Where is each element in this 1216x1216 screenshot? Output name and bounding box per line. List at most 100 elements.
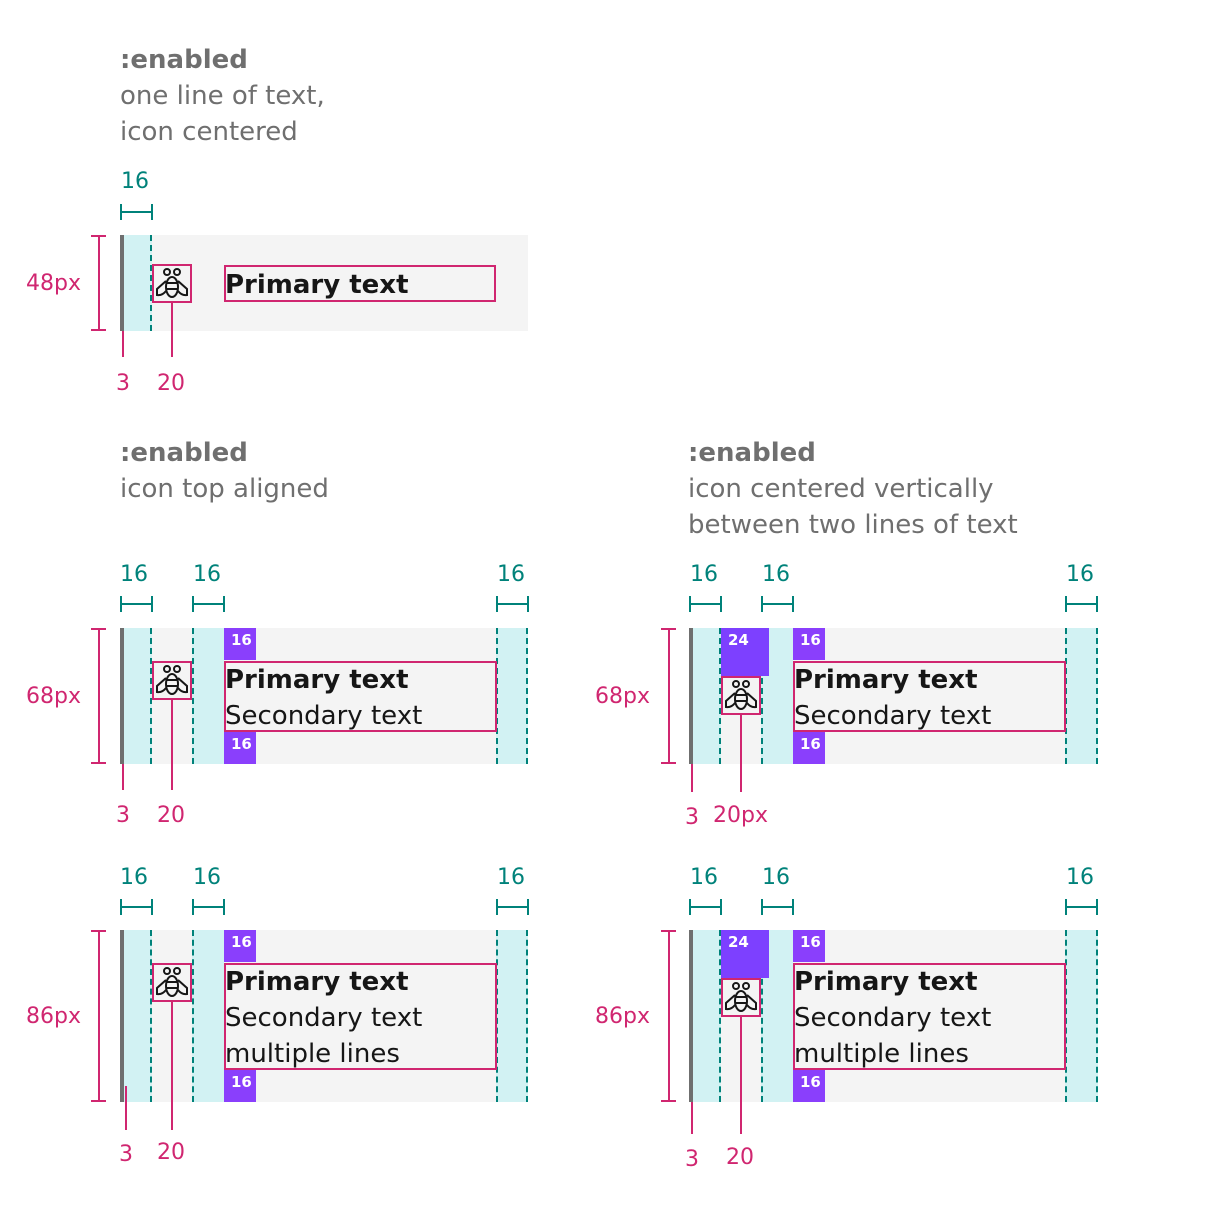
icon-leader (171, 700, 173, 790)
spacer-dimension-line (120, 603, 153, 605)
padding-guide (150, 235, 152, 331)
spacer-dimension-line (689, 906, 722, 908)
icon-leader (740, 1017, 742, 1134)
selection-bar (120, 930, 124, 1102)
height-dimension-line (668, 628, 670, 764)
icon-box (152, 963, 192, 1002)
section-subtitle: one line of text, (120, 81, 325, 111)
padding-spacer (192, 628, 224, 764)
padding-guide (150, 628, 152, 764)
height-tick (661, 762, 676, 764)
icon-leader (171, 303, 173, 357)
padding-top-marker: 16 (224, 628, 256, 660)
section-title: :enabled (120, 45, 248, 75)
icon-offset-marker: 24 (721, 628, 769, 676)
icon-box (721, 676, 761, 715)
icon-size-label: 20 (157, 371, 185, 396)
padding-guide (761, 628, 763, 764)
padding-spacer (496, 628, 528, 764)
spacer-tick (496, 899, 498, 915)
padding-spacer (192, 930, 224, 1102)
spacer-dimension-line (496, 906, 529, 908)
icon-size-label: 20 (157, 1140, 185, 1165)
primary-text: Primary text (794, 665, 978, 695)
secondary-text: Secondary text (794, 1003, 992, 1033)
spacer-tick (1065, 596, 1067, 612)
height-label: 86px (595, 1004, 650, 1029)
padding-bottom-marker: 16 (224, 732, 256, 764)
padding-spacer (120, 235, 152, 331)
height-tick (91, 329, 106, 331)
spacer-dimension-line (496, 603, 529, 605)
padding-top-marker: 16 (793, 930, 825, 962)
padding-guide (1065, 930, 1067, 1102)
spacer-dimension-line (1065, 603, 1098, 605)
icon-leader (740, 715, 742, 792)
bar-width-label: 3 (116, 803, 130, 828)
bar-leader (691, 764, 693, 792)
spacer-label: 16 (690, 562, 718, 587)
section-subtitle: between two lines of text (688, 510, 1018, 540)
spacer-tick (120, 596, 122, 612)
spacer-tick (792, 899, 794, 915)
secondary-text: Secondary text (794, 701, 992, 731)
primary-text: Primary text (225, 665, 409, 695)
spacer-dimension-line (689, 603, 722, 605)
icon-leader (171, 1002, 173, 1130)
spacer-label: 16 (193, 865, 221, 890)
height-label: 68px (26, 684, 81, 709)
list-row (120, 628, 528, 764)
icon-size-label: 20px (713, 803, 768, 828)
text-box (224, 265, 496, 302)
primary-text: Primary text (225, 967, 409, 997)
height-label: 86px (26, 1004, 81, 1029)
bee-icon (156, 967, 188, 997)
icon-box (152, 661, 192, 700)
spacer-label: 16 (193, 562, 221, 587)
icon-box (721, 978, 761, 1017)
section-title: :enabled (120, 438, 248, 468)
spacer-dimension-line (120, 211, 153, 213)
height-tick (661, 1100, 676, 1102)
padding-bottom-marker: 16 (793, 1070, 825, 1102)
bee-icon (725, 982, 757, 1012)
padding-guide (1096, 930, 1098, 1102)
padding-spacer (689, 628, 721, 764)
padding-spacer (689, 930, 721, 1102)
spacer-label: 16 (762, 562, 790, 587)
height-label: 68px (595, 684, 650, 709)
bar-leader (691, 1102, 693, 1134)
bar-width-label: 3 (116, 371, 130, 396)
spacer-tick (689, 596, 691, 612)
padding-bottom-marker: 16 (224, 1070, 256, 1102)
height-tick (91, 235, 106, 237)
spacer-label: 16 (497, 562, 525, 587)
padding-top-marker: 16 (224, 930, 256, 962)
spacer-tick (527, 899, 529, 915)
selection-bar (689, 628, 693, 764)
list-row (120, 235, 528, 331)
spacer-tick (1065, 899, 1067, 915)
spacer-tick (761, 899, 763, 915)
height-tick (91, 1100, 106, 1102)
height-dimension-line (98, 930, 100, 1102)
spacer-tick (151, 596, 153, 612)
spacer-label: 16 (762, 865, 790, 890)
text-box (793, 661, 1066, 732)
spacer-tick (223, 596, 225, 612)
padding-guide (719, 930, 721, 1102)
spacer-tick (761, 596, 763, 612)
height-dimension-line (98, 628, 100, 764)
spacer-label: 16 (690, 865, 718, 890)
spacer-tick (120, 899, 122, 915)
spacer-label: 16 (497, 865, 525, 890)
spacer-tick (192, 596, 194, 612)
list-row (120, 930, 528, 1102)
height-tick (661, 628, 676, 630)
height-dimension-line (668, 930, 670, 1102)
secondary-text: Secondary text (225, 701, 423, 731)
text-box (793, 963, 1066, 1070)
spacer-tick (223, 899, 225, 915)
spacer-tick (151, 204, 153, 220)
padding-spacer (1065, 930, 1098, 1102)
